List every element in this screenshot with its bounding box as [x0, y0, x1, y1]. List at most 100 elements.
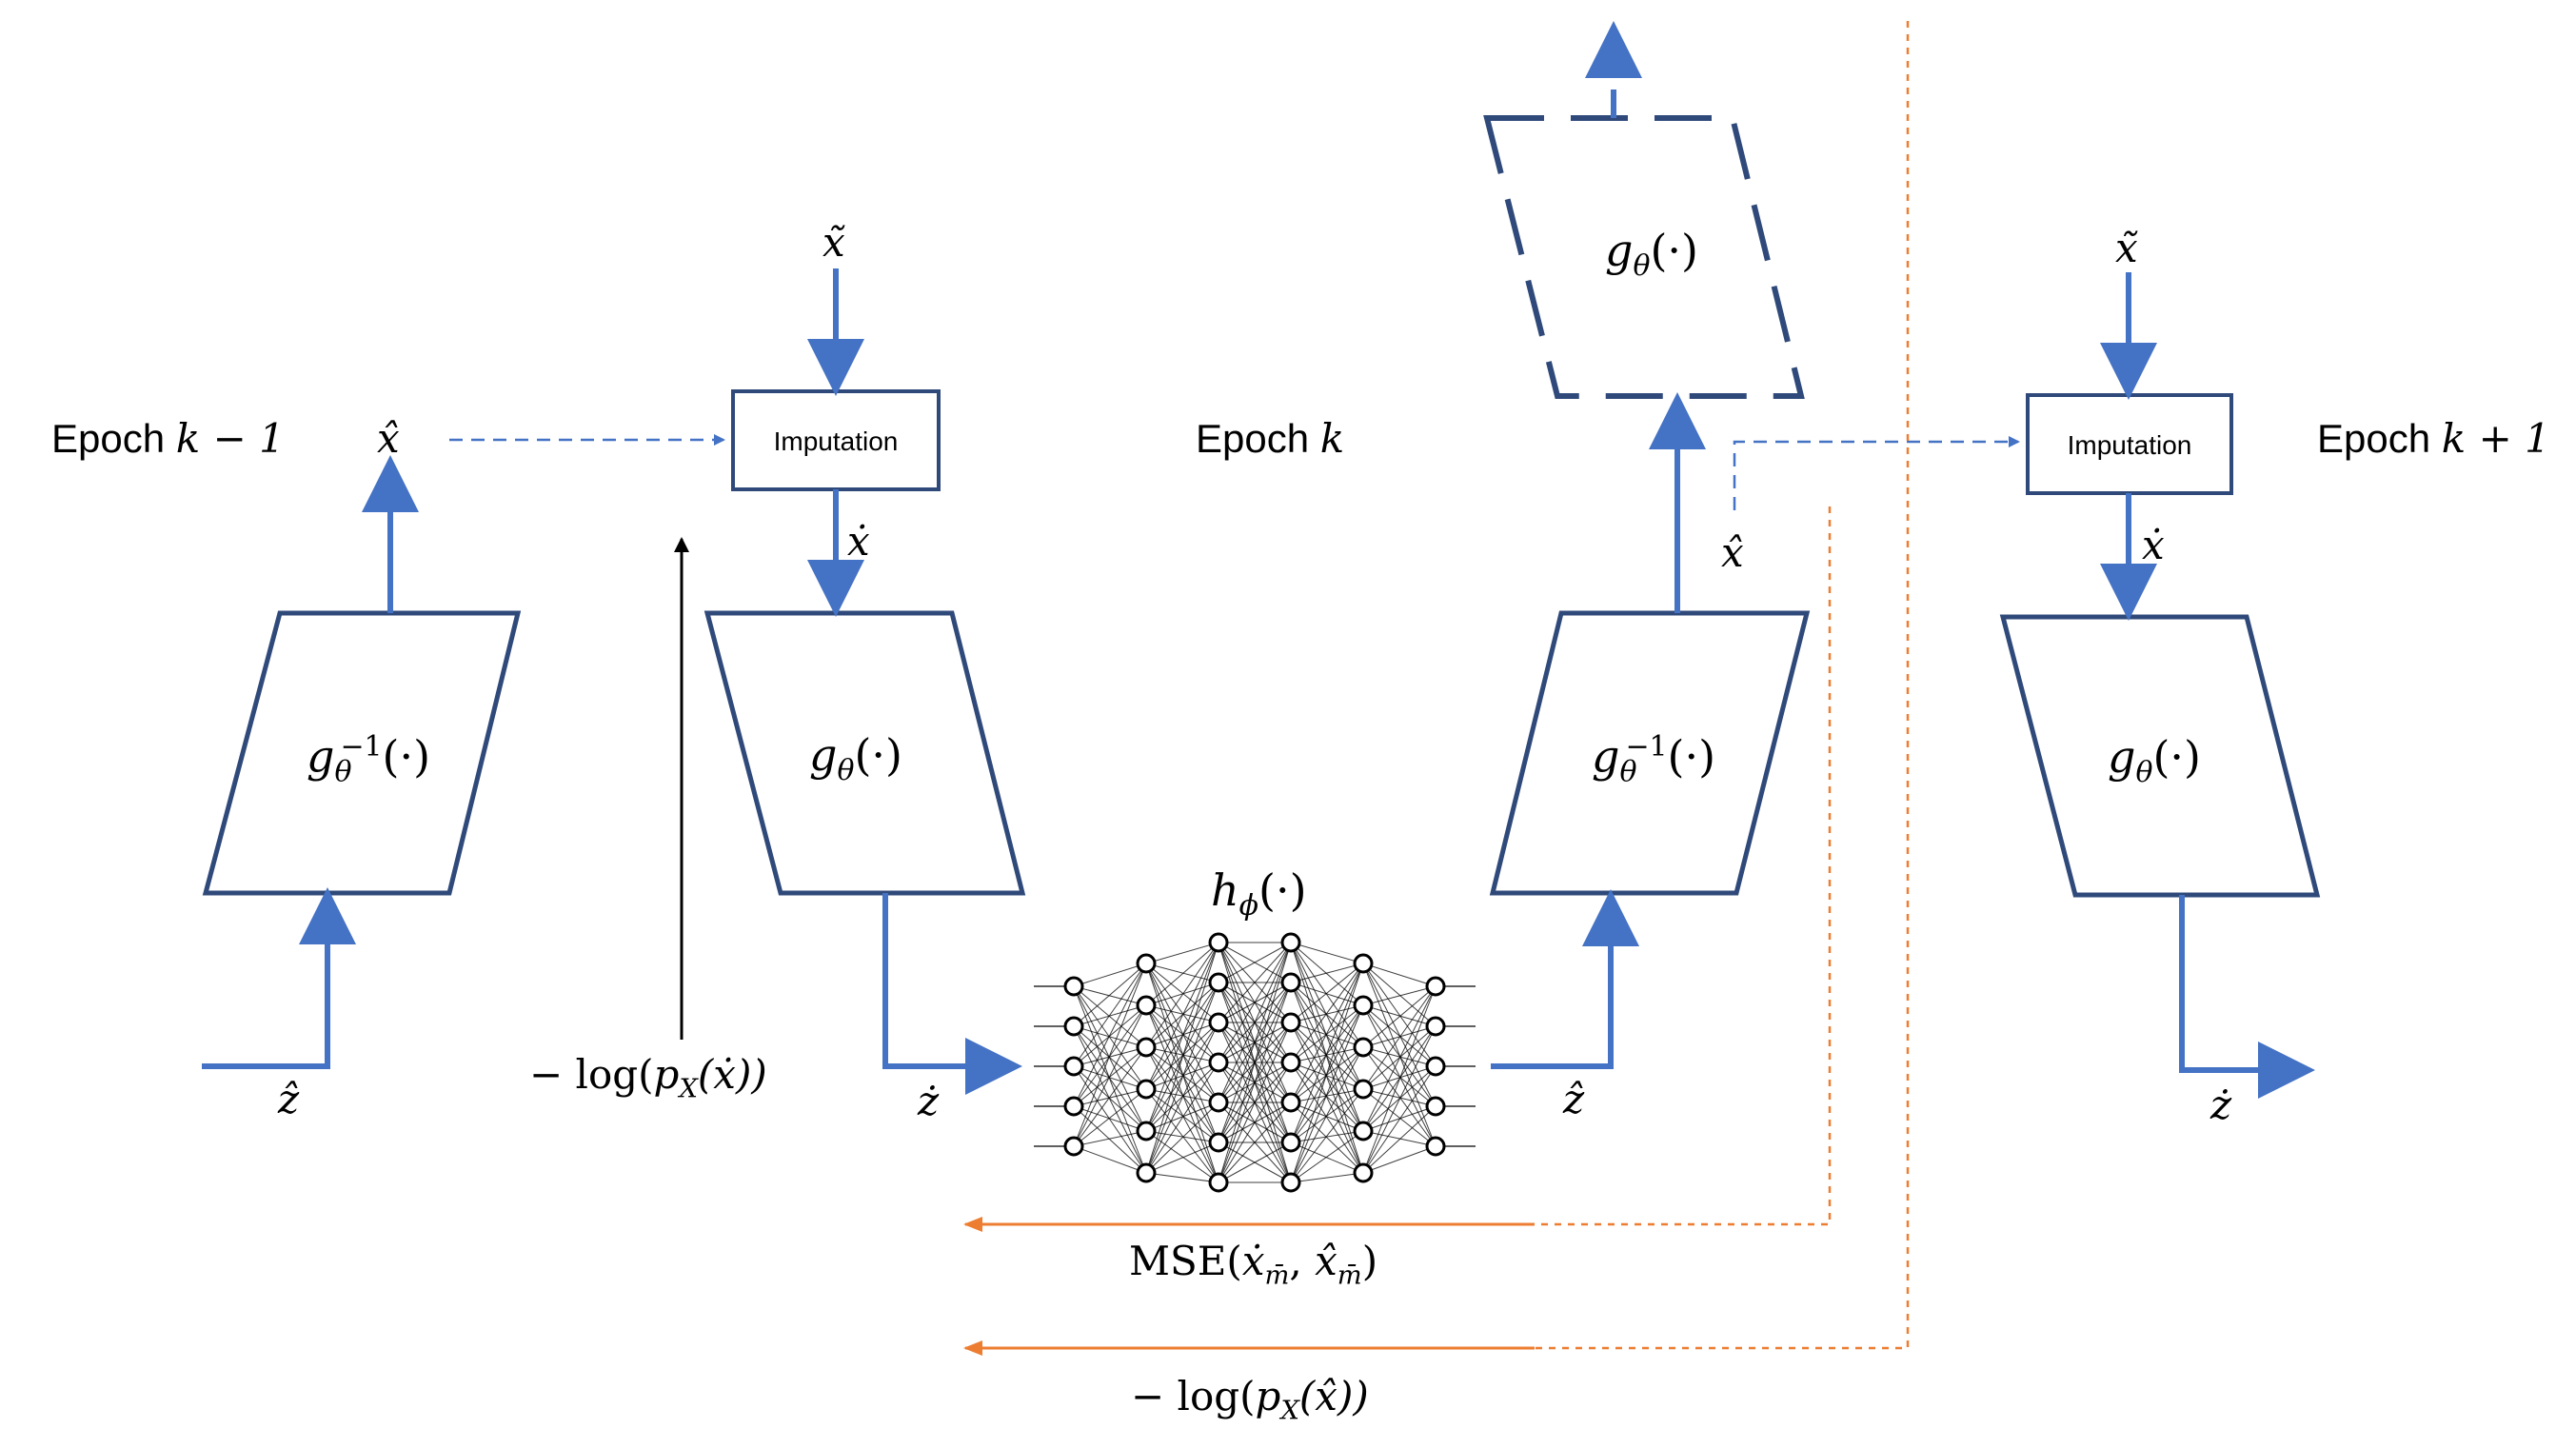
- nn-edge: [1145, 1062, 1219, 1090]
- epoch-label-next: Epoch k + 1: [2317, 415, 2550, 462]
- nn-neuron: [1353, 1079, 1374, 1100]
- nn-edge: [1218, 1062, 1292, 1183]
- nn-edge: [1290, 982, 1364, 1090]
- nn-edge: [1073, 1105, 1147, 1174]
- flow-arrow-g-to-zdot-next: [2179, 895, 2315, 1099]
- nn-edge: [1362, 963, 1437, 1107]
- epoch-label-prev: Epoch k − 1: [51, 415, 285, 462]
- nn-neuron: [1063, 976, 1084, 997]
- nn-edge: [1073, 1004, 1147, 1027]
- nn-edge: [1290, 1062, 1364, 1132]
- nn-edge: [1362, 1046, 1437, 1107]
- nn-edge: [1290, 963, 1364, 1183]
- nn-neuron: [1425, 1136, 1446, 1157]
- nn-edge: [1145, 1004, 1219, 1103]
- nn-edge: [1145, 1062, 1219, 1174]
- nn-edge: [1362, 1004, 1437, 1027]
- nn-edge: [1290, 1062, 1364, 1174]
- nn-edge: [1290, 963, 1364, 1063]
- nn-edge: [1290, 1022, 1364, 1132]
- nn-edge: [1362, 1004, 1437, 1107]
- nn-edge: [1290, 942, 1364, 1132]
- nn-neuron: [1208, 1012, 1229, 1033]
- nn-edge: [1073, 1046, 1147, 1147]
- g-theta-label-next: gθ(·): [2108, 731, 2201, 790]
- nn-edge: [1290, 963, 1364, 1103]
- nn-edge: [1145, 963, 1219, 1023]
- g-theta-label-dashed: gθ(·): [1605, 225, 1698, 284]
- h-phi-label: hϕ(·): [1211, 864, 1307, 923]
- nn-edge: [1218, 942, 1292, 1143]
- nn-edge: [1073, 963, 1147, 1147]
- nn-edge: [1145, 1088, 1219, 1183]
- loss-mse: MSE(ẋm̄, x̂m̄): [1129, 1238, 1378, 1291]
- nn-edge: [1145, 1088, 1219, 1103]
- nn-edge: [1290, 1046, 1364, 1063]
- nn-edge: [1073, 963, 1147, 1067]
- nn-edge: [1073, 1065, 1147, 1132]
- nn-edge: [1073, 1105, 1147, 1132]
- z-dot-label-curr: ż: [918, 1078, 940, 1124]
- nn-edge: [1362, 1145, 1437, 1174]
- nn-edge: [1145, 942, 1219, 1006]
- nn-neuron: [1208, 1132, 1229, 1153]
- nn-edge: [1290, 1022, 1364, 1048]
- nn-neuron: [1425, 1096, 1446, 1117]
- nn-neuron: [1280, 1012, 1301, 1033]
- nn-neuron: [1425, 1016, 1446, 1037]
- nn-edge: [1362, 1004, 1437, 1147]
- g-theta-inverse-label-prev: gθ−1(·): [307, 730, 431, 789]
- imputation-label-left: Imputation: [773, 427, 899, 456]
- nn-edge: [1145, 1141, 1219, 1174]
- x-hat-label-prev: x̂: [377, 415, 400, 462]
- nn-edge: [1218, 942, 1292, 1183]
- nn-edge: [1145, 982, 1219, 1174]
- nn-neuron: [1280, 972, 1301, 993]
- g-theta-block-curr: [703, 610, 1026, 896]
- nn-neuron: [1425, 976, 1446, 997]
- nn-edge: [1290, 942, 1364, 1090]
- nn-edge: [1145, 942, 1219, 1174]
- nn-edge: [1290, 1102, 1364, 1174]
- nn-edge: [1145, 1102, 1219, 1132]
- nn-neuron: [1063, 1136, 1084, 1157]
- x-dot-label-next: ẋ: [2142, 522, 2165, 568]
- nn-edge: [1218, 982, 1292, 1183]
- nn-neuron: [1353, 953, 1374, 974]
- nn-edge: [1362, 963, 1437, 1027]
- nn-edge: [1362, 1046, 1437, 1067]
- nn-edge: [1145, 982, 1219, 1006]
- nn-edge: [1073, 985, 1147, 1174]
- nn-neuron: [1208, 1092, 1229, 1113]
- nn-edge: [1145, 963, 1219, 1103]
- nn-edge: [1073, 963, 1147, 1107]
- nn-edge: [1218, 942, 1292, 1023]
- nn-edge: [1145, 1004, 1219, 1023]
- nn-edge: [1145, 1046, 1219, 1103]
- nn-neuron: [1353, 1121, 1374, 1141]
- nn-neuron: [1136, 1162, 1157, 1183]
- nn-edge: [1073, 1025, 1147, 1174]
- loss-neg-log-px-xhat: − log(pX(x̂)): [1131, 1373, 1369, 1426]
- nn-edge: [1362, 1088, 1437, 1147]
- nn-neuron: [1136, 1121, 1157, 1141]
- nn-edge: [1290, 982, 1364, 1006]
- nn-edge: [1362, 963, 1437, 1067]
- nn-neuron: [1136, 953, 1157, 974]
- nn-edge: [1362, 1025, 1437, 1174]
- nn-edge: [1290, 1022, 1364, 1174]
- nn-edge: [1290, 1172, 1364, 1183]
- nn-edge: [1073, 1065, 1147, 1090]
- nn-edge: [1218, 1022, 1292, 1183]
- nn-edge: [1073, 1130, 1147, 1147]
- nn-edge: [1290, 1004, 1364, 1183]
- nn-edge: [1145, 1046, 1219, 1063]
- nn-edge: [1145, 1004, 1219, 1143]
- nn-edge: [1073, 1025, 1147, 1132]
- nn-neuron: [1353, 1162, 1374, 1183]
- g-theta-inverse-block-curr: [1489, 610, 1811, 896]
- nn-neuron: [1280, 1052, 1301, 1073]
- g-theta-inverse-block-prev: [202, 610, 522, 896]
- nn-edge: [1218, 942, 1292, 983]
